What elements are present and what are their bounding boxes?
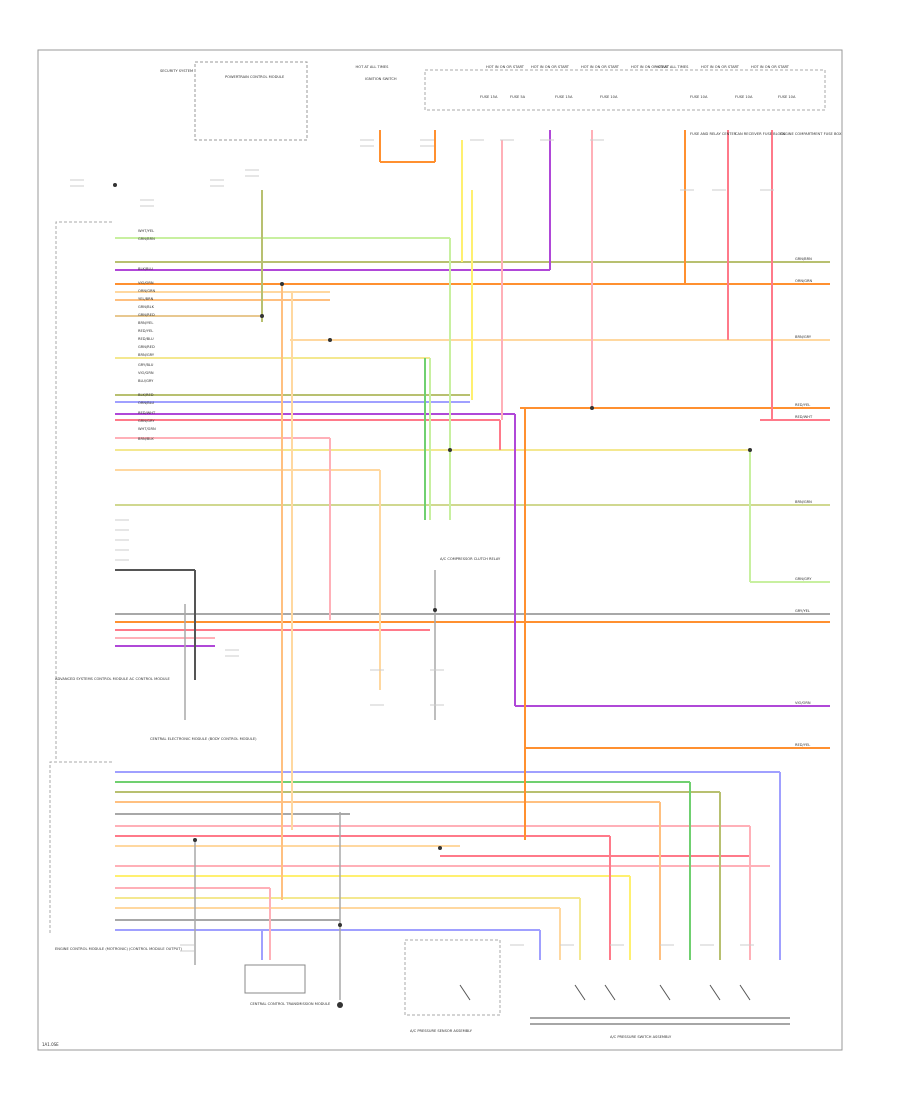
wire-label: BRN/GRY (138, 353, 155, 357)
right-wire-label: GRY/YEL (795, 609, 810, 613)
right-wire-label: BRN/GRY (795, 335, 812, 339)
pressure-sensor-box (404, 939, 501, 1016)
fuse-label: FUSE 10A (690, 95, 708, 99)
wire-label: GRN/BLK (138, 305, 155, 309)
module-label-pressure-switch: A/C PRESSURE SWITCH ASSEMBLY (610, 1035, 672, 1039)
right-wire-label: GRN/GRY (795, 577, 812, 581)
fuse-label: FUSE 15A (555, 95, 573, 99)
module-label-pressure-sensor: A/C PRESSURE SENSOR ASSEMBLY (410, 1029, 473, 1033)
right-wire-label: VIO/ORN (795, 701, 811, 705)
top-label: HOT IN ON OR START (531, 65, 570, 69)
top-label: HOT IN ON OR START (751, 65, 790, 69)
module-label-relay: A/C COMPRESSOR CLUTCH RELAY (440, 557, 501, 561)
wire-label: WHT/GRN (138, 427, 156, 431)
module-label-engine-box: ENGINE COMPARTMENT FUSE BOX (780, 132, 842, 136)
right-wire-label: RED/WHT (795, 415, 813, 419)
wire-label: RED/WHT (138, 411, 156, 415)
wire-label: GRN/BRN (138, 237, 155, 241)
wire-label: RED/BLU (138, 337, 154, 341)
top-label: HOT AT ALL TIMES (356, 65, 390, 69)
switch-group (459, 984, 751, 1001)
module-label-engine: ENGINE CONTROL MODULE (MOTRONIC) (CONTRO… (55, 947, 182, 951)
top-label: HOT IN ON OR START (701, 65, 740, 69)
fuse-label: FUSE 5A (510, 95, 526, 99)
top-label: HOT IN ON OR START (631, 65, 670, 69)
right-wire-label: GRN/BRN (795, 257, 812, 261)
wire-label: ORN/GRN (138, 289, 156, 293)
fuse-label: FUSE 10A (735, 95, 753, 99)
module-label-security: SECURITY SYSTEM (160, 69, 193, 73)
fuse-block-box (424, 69, 826, 111)
right-wire-label: RED/YEL (795, 743, 810, 747)
wire-label: VIO/GRN (138, 371, 154, 375)
wire-label: BRN/YEL (138, 321, 153, 325)
wire-label: BLK/BLU (138, 267, 153, 271)
right-wire-label: RED/YEL (795, 403, 810, 407)
top-label: HOT IN ON OR START (581, 65, 620, 69)
wire-label: VIO/ORN (138, 281, 154, 285)
wire-label: BRN/BLK (138, 437, 154, 441)
right-wire-label: BRN/GRN (795, 500, 812, 504)
right-wire-label: ORN/GRN (795, 279, 813, 283)
transmission-module-box (244, 964, 306, 994)
wire-label: GRN/RED (138, 345, 155, 349)
wire-label: RED/YEL (138, 329, 153, 333)
connector-dots (113, 183, 752, 1008)
wire-label: GRN/GRY (138, 419, 155, 423)
module-label-powertrain: POWERTRAIN CONTROL MODULE (225, 75, 285, 79)
module-label-receiver: CAN RECEIVER FUSE BLOCK (735, 132, 786, 136)
module-bracket-upper (55, 221, 112, 760)
wire-label: GRY/BLU (138, 363, 154, 367)
fuse-label: FUSE 15A (480, 95, 498, 99)
module-label-fuse-relay: FUSE AND RELAY CENTER (690, 132, 737, 136)
module-label-transmission: CENTRAL CONTROL TRANSMISSION MODULE (250, 1002, 331, 1006)
fuse-label: FUSE 10A (778, 95, 796, 99)
diagram-frame (37, 49, 843, 1051)
wire-label: YEL/BRN (138, 297, 154, 301)
module-label-central: CENTRAL ELECTRONIC MODULE (BODY CONTROL … (150, 737, 257, 741)
module-label-advanced: ADVANCED SYSTEMS CONTROL MODULE AC CONTR… (55, 677, 170, 681)
wire-label: ORN/BLU (138, 401, 155, 405)
wire-label: BLK/RED (138, 393, 154, 397)
top-label: HOT IN ON OR START (486, 65, 525, 69)
module-label-ignition: IGNITION SWITCH (365, 77, 397, 81)
powertrain-module-box (194, 61, 308, 141)
wire-label: BLU/GRY (138, 379, 154, 383)
wire-label: WHT/YEL (138, 229, 154, 233)
module-bracket-lower (49, 761, 112, 935)
wire-label: GRN/RED (138, 313, 155, 317)
footer-code: 1A1.0SE (42, 1042, 59, 1047)
fine-print (70, 139, 774, 952)
fuse-label: FUSE 10A (600, 95, 618, 99)
top-label: HOT AT ALL TIMES (656, 65, 690, 69)
